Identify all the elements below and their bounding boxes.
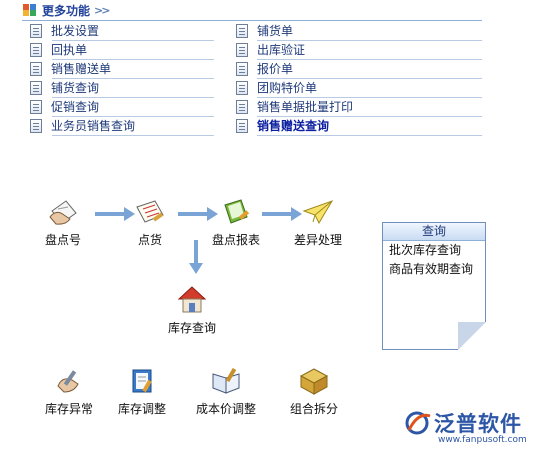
tool-inventory-adjust[interactable]: 库存调整: [118, 366, 166, 417]
more-functions-header: 更多功能 >>: [22, 2, 111, 18]
document-icon: [30, 100, 42, 114]
document-icon: [236, 100, 248, 114]
green-book-icon: [219, 197, 253, 227]
flow-arrow-down: [189, 240, 203, 274]
flow-arrow: [178, 207, 218, 221]
package-icon: [297, 366, 331, 396]
flow-node-inventory-query[interactable]: 库存查询: [168, 285, 216, 336]
menu-divider: [52, 97, 214, 98]
checklist-icon: [133, 197, 167, 227]
tool-inventory-exception[interactable]: 库存异常: [45, 366, 93, 417]
menu-item-distribution-order[interactable]: 铺货单: [236, 23, 293, 39]
expiry-query-link[interactable]: 商品有效期查询: [389, 262, 474, 276]
brand-logo: 泛普软件 www.fanpusoft.com: [404, 408, 528, 448]
menu-item-batch-print[interactable]: 销售单据批量打印: [236, 99, 353, 115]
header-divider: [22, 20, 482, 21]
document-icon: [30, 119, 42, 133]
menu-divider: [257, 135, 482, 136]
menu-item-receipt[interactable]: 回执单: [30, 42, 87, 58]
hand-pen-icon: [52, 366, 86, 396]
logo-name: 泛普软件: [434, 412, 522, 436]
notepad-icon: [125, 366, 159, 396]
paper-plane-icon: [301, 197, 335, 227]
menu-divider: [52, 40, 214, 41]
menu-divider: [52, 135, 214, 136]
flow-node-check-goods[interactable]: 点货: [133, 197, 167, 248]
query-panel: 查询 批次库存查询 商品有效期查询: [382, 222, 486, 350]
blocks-icon: [22, 3, 38, 17]
menu-divider: [257, 40, 482, 41]
document-icon: [236, 119, 248, 133]
document-icon: [236, 24, 248, 38]
menu-divider: [257, 78, 482, 79]
menu-item-group-special-price[interactable]: 团购特价单: [236, 80, 317, 96]
menu-divider: [257, 116, 482, 117]
document-icon: [236, 62, 248, 76]
menu-item-promotion-query[interactable]: 促销查询: [30, 99, 99, 115]
tool-bundle-split[interactable]: 组合拆分: [290, 366, 338, 417]
document-icon: [236, 43, 248, 57]
header-title: 更多功能: [42, 3, 91, 18]
flow-arrow: [95, 207, 135, 221]
query-panel-title: 查询: [383, 223, 485, 241]
menu-item-wholesale-settings[interactable]: 批发设置: [30, 23, 99, 39]
menu-divider: [52, 116, 214, 117]
flow-node-difference-handling[interactable]: 差异处理: [294, 197, 342, 248]
document-icon: [30, 62, 42, 76]
menu-divider: [257, 97, 482, 98]
menu-item-sales-gift-query[interactable]: 销售赠送查询: [236, 118, 329, 134]
menu-divider: [257, 59, 482, 60]
document-icon: [30, 24, 42, 38]
page-fold: [458, 322, 486, 350]
document-icon: [30, 43, 42, 57]
menu-item-salesman-sales-query[interactable]: 业务员销售查询: [30, 118, 135, 134]
document-icon: [30, 81, 42, 95]
menu-item-quotation[interactable]: 报价单: [236, 61, 293, 77]
open-book-icon: [209, 366, 243, 396]
hand-document-icon: [46, 197, 80, 227]
logo-url: www.fanpusoft.com: [438, 435, 527, 445]
menu-item-outbound-verify[interactable]: 出库验证: [236, 42, 305, 58]
tool-cost-adjust[interactable]: 成本价调整: [196, 366, 256, 417]
menu-divider: [52, 78, 214, 79]
menu-item-distribution-query[interactable]: 铺货查询: [30, 80, 99, 96]
double-chevron-icon[interactable]: >>: [94, 3, 111, 17]
menu-item-sales-gift[interactable]: 销售赠送单: [30, 61, 111, 77]
flow-arrow: [262, 207, 302, 221]
menu-divider: [52, 59, 214, 60]
document-icon: [236, 81, 248, 95]
flow-node-count-number[interactable]: 盘点号: [45, 197, 81, 248]
flow-node-count-report[interactable]: 盘点报表: [212, 197, 260, 248]
house-icon: [175, 285, 209, 315]
logo-mark-icon: [404, 410, 432, 436]
batch-inventory-query-link[interactable]: 批次库存查询: [389, 243, 462, 257]
